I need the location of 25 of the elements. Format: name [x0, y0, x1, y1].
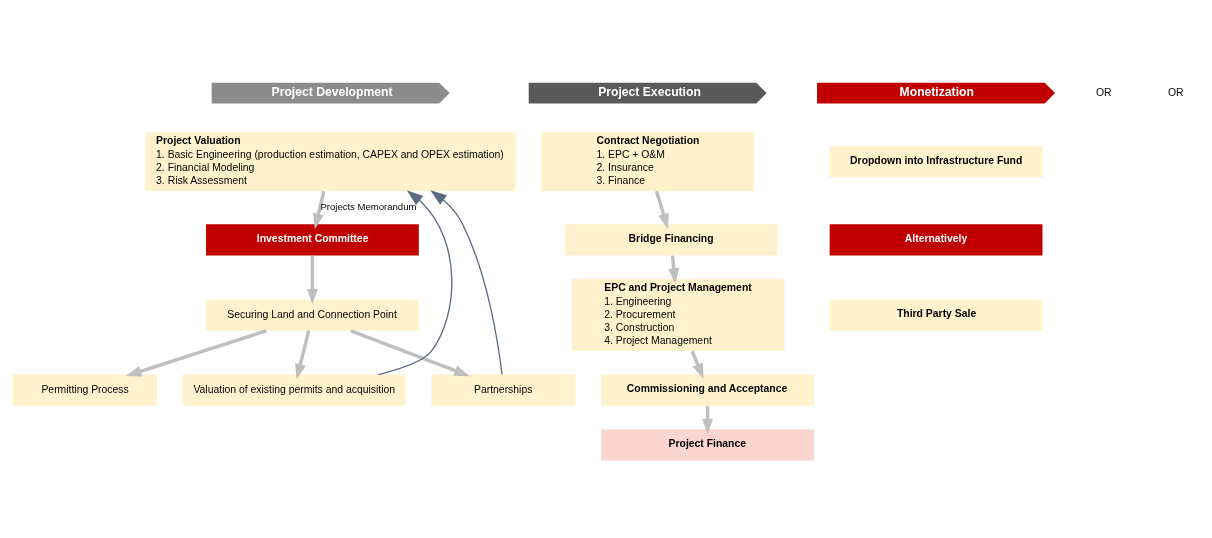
- node-box: Project Finance: [601, 429, 815, 461]
- node-box: Investment Committee: [206, 224, 419, 256]
- arrow: [654, 190, 669, 230]
- arrow: [306, 255, 318, 305]
- arrow: [430, 190, 503, 376]
- node-box: Valuation of existing permits and acquisition: [182, 374, 406, 406]
- label: OR: [1095, 86, 1112, 98]
- node-box: Alternatively: [829, 224, 1043, 256]
- node-box: Contract Negotiation 1. EPC + O&M 2. Insurance 3. Finance: [541, 132, 755, 192]
- arrow: [350, 329, 470, 377]
- node-box: Bridge Financing: [564, 224, 778, 256]
- node-box: Project Valuation 1. Basic Engineering (production estimation, CAPEX and OPEX estimation) 2. Financial Modeling 3. Risk Assessment: [145, 132, 516, 192]
- arrow: [313, 190, 326, 230]
- node-box: Dropdown into Infrastructure Fund: [829, 146, 1043, 178]
- node-box: Third Party Sale: [829, 299, 1043, 331]
- arrow: [125, 329, 267, 377]
- edge-label: Projects Memorandum: [320, 201, 417, 213]
- node-box: EPC and Project Management 1. Engineering 2. Procurement 3. Construction 4. Project Management: [571, 279, 785, 352]
- label: OR: [1167, 86, 1184, 98]
- node-box: Partnerships: [431, 374, 576, 406]
- arrow: [295, 330, 311, 380]
- arrow: [377, 190, 453, 376]
- node-box: Securing Land and Connection Point: [206, 299, 419, 331]
- node-box: Commissioning and Acceptance: [601, 374, 815, 406]
- node-box: Permitting Process: [12, 374, 157, 406]
